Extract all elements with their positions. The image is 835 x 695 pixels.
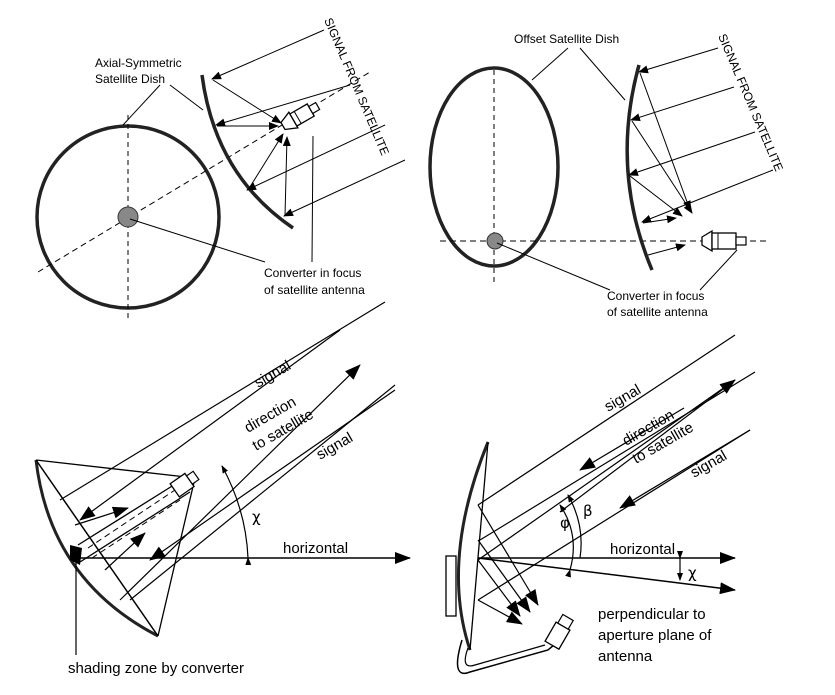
offset-side-feed-horn <box>544 613 575 651</box>
br-signal-upper: signal <box>602 381 644 415</box>
offset-mount-plate <box>445 555 457 617</box>
br-horizontal: horizontal <box>610 541 675 558</box>
offset-dish-front-ellipse <box>428 66 560 268</box>
bl-shading-label: shading zone by converter <box>68 660 244 677</box>
axial-dish-label-1: Axial-Symmetric <box>95 56 182 70</box>
offset-side-dish-curve <box>456 441 490 651</box>
offset-dish-label: Offset Satellite Dish <box>514 32 619 46</box>
offset-signal-label: SIGNAL FROM SATELLITE <box>715 32 786 174</box>
br-angle-beta: β <box>583 502 593 520</box>
br-perp-3: antenna <box>598 648 653 665</box>
offset-dish-profile <box>625 64 654 271</box>
bl-horizontal: horizontal <box>283 540 348 557</box>
offset-feed-arm <box>456 639 561 674</box>
br-angle-chi: χ <box>688 564 697 582</box>
axial-signal-label: SIGNAL FROM SATELLITE <box>321 16 392 158</box>
offset-converter-label-2: of satellite antenna <box>607 305 708 319</box>
offset-converter-label-1: Converter in focus <box>607 289 704 303</box>
axial-side-panel: signal direction to satellite signal χ h… <box>34 301 411 677</box>
offset-dish-panel: Offset Satellite Dish SIGNAL FROM SATELL… <box>428 32 786 319</box>
bl-signal-upper: signal <box>252 357 294 391</box>
axial-dish-label-2: Satellite Dish <box>95 72 165 86</box>
axial-converter-label-1: Converter in focus <box>264 266 361 280</box>
offset-side-panel: signal direction to satellite signal φ β… <box>445 334 756 674</box>
br-perp-1: perpendicular to <box>598 606 706 623</box>
br-signal-lower: signal <box>688 447 730 481</box>
axial-focal-axis <box>37 71 371 273</box>
offset-converter-dot <box>486 232 504 250</box>
offset-feed-horn <box>701 229 747 253</box>
axial-dish-profile <box>200 74 294 230</box>
br-perp-2: aperture plane of <box>598 627 712 644</box>
axial-side-feed-horn <box>169 470 200 498</box>
axial-converter-dot <box>117 206 139 228</box>
axial-dish-panel: Axial-Symmetric Satellite Dish SIGNAL FR… <box>35 16 406 320</box>
axial-converter-label-2: of satellite antenna <box>264 283 365 297</box>
br-angle-phi: φ <box>560 514 570 532</box>
axial-feed-horn <box>280 101 321 131</box>
axial-side-dish-curve <box>34 459 159 638</box>
bl-angle-chi: χ <box>252 508 261 526</box>
